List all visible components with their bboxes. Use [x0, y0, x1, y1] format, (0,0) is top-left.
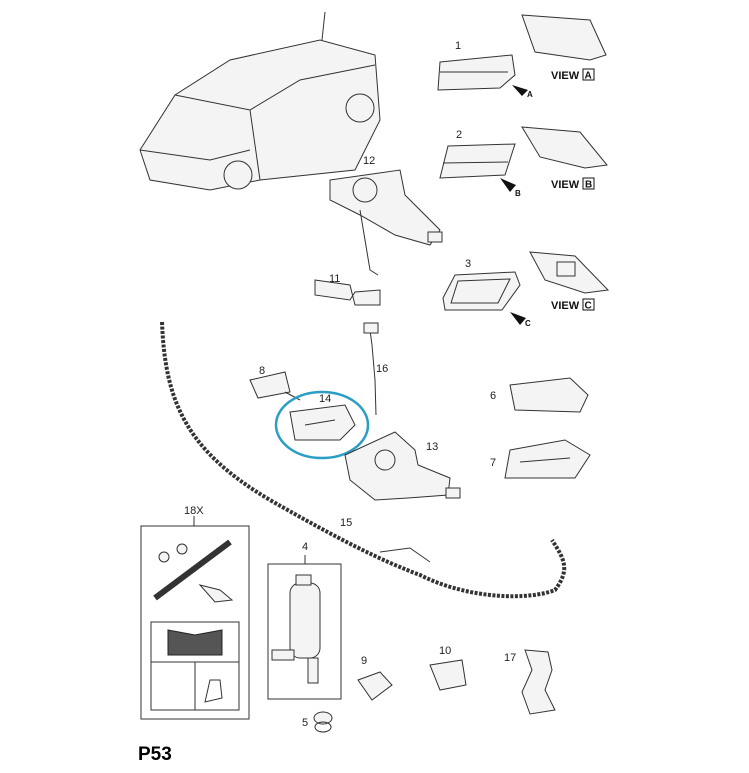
view-b-label: VIEW B	[551, 177, 595, 191]
part-12-motor[interactable]	[329, 169, 443, 276]
part-14-bracket[interactable]	[289, 404, 356, 441]
label-part-14: 14	[319, 393, 331, 405]
view-c-drawing	[529, 251, 610, 294]
part-11-bracket[interactable]	[314, 279, 381, 306]
part-1-cover[interactable]	[437, 54, 516, 91]
label-part-6: 6	[490, 390, 496, 402]
view-a-label: VIEW A	[551, 68, 595, 82]
svg-text:B: B	[585, 180, 592, 191]
label-part-10: 10	[439, 645, 451, 657]
label-part-5: 5	[302, 717, 308, 729]
label-part-16: 16	[376, 363, 388, 375]
part-5-seal[interactable]	[313, 711, 333, 733]
highlight-ellipse	[274, 390, 370, 460]
svg-text:VIEW: VIEW	[551, 300, 580, 312]
part-13-motor[interactable]	[344, 431, 461, 501]
part-6-cover[interactable]	[509, 377, 589, 413]
label-part-7: 7	[490, 457, 496, 469]
part-16-hose-clip[interactable]	[363, 322, 379, 416]
part-17-clip[interactable]	[521, 649, 556, 715]
label-part-1: 1	[455, 40, 461, 52]
part-15-hose[interactable]	[160, 321, 567, 599]
label-part-4: 4	[302, 541, 308, 553]
arrow-letter-a: A	[527, 90, 533, 99]
arrow-letter-c: C	[525, 319, 531, 328]
label-part-8: 8	[259, 365, 265, 377]
label-part-12: 12	[363, 155, 375, 167]
svg-text:A: A	[585, 71, 592, 82]
part-8-connector[interactable]	[249, 371, 301, 401]
part-4-pump-box[interactable]	[267, 555, 342, 700]
car-illustration	[139, 11, 381, 191]
view-c-label: VIEW C	[551, 298, 595, 312]
part-2-cover[interactable]	[439, 143, 516, 179]
arrow-letter-b: B	[515, 189, 521, 198]
view-b-drawing	[521, 126, 608, 169]
part-7-cover[interactable]	[504, 439, 591, 479]
label-part-13: 13	[426, 441, 438, 453]
label-part-18x: 18X	[184, 505, 204, 517]
part-3-frame[interactable]	[442, 271, 521, 311]
svg-text:VIEW: VIEW	[551, 70, 580, 82]
part-10-clip[interactable]	[429, 659, 467, 691]
page-code: P53	[138, 744, 172, 765]
view-arrows	[500, 85, 528, 325]
label-part-9: 9	[361, 655, 367, 667]
label-part-17: 17	[504, 652, 516, 664]
label-part-11: 11	[329, 273, 340, 285]
view-a-drawing	[521, 14, 607, 61]
label-part-3: 3	[465, 258, 471, 270]
part-9-clip[interactable]	[357, 671, 393, 701]
kit-18x-box[interactable]	[140, 516, 250, 720]
svg-text:VIEW: VIEW	[551, 179, 580, 191]
svg-text:C: C	[585, 301, 592, 312]
manual-book-icon	[167, 629, 223, 656]
label-part-2: 2	[456, 129, 462, 141]
label-part-15: 15	[340, 517, 352, 529]
